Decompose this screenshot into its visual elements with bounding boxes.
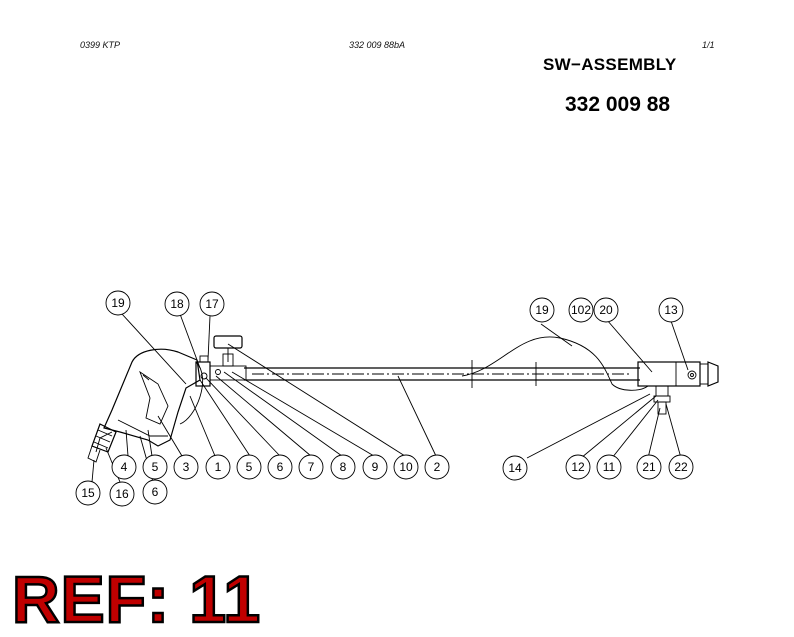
- end-assembly: [637, 361, 719, 415]
- nozzle-connector: [87, 423, 117, 463]
- callout-102: 102: [568, 297, 594, 323]
- callout-label: 10: [399, 460, 413, 474]
- callout-label: 9: [372, 460, 379, 474]
- callout-label: 8: [340, 460, 347, 474]
- callout-4: 4: [111, 454, 137, 480]
- callout-13: 13: [658, 297, 684, 323]
- callout-21: 21: [636, 454, 662, 480]
- callout-label: 4: [121, 460, 128, 474]
- callout-18: 18: [164, 291, 190, 317]
- callout-9: 9: [362, 454, 388, 480]
- callout-7: 7: [298, 454, 324, 480]
- callout-16: 16: [109, 481, 135, 507]
- callout-label: 21: [642, 460, 656, 474]
- callout-label: 18: [170, 297, 184, 311]
- callout-14: 14: [502, 455, 528, 481]
- trigger-gun: [95, 348, 201, 453]
- callout-19: 19: [105, 290, 131, 316]
- pressure-gauge: [213, 335, 243, 367]
- callout-6-second: 6: [142, 479, 168, 505]
- callout-10: 10: [393, 454, 419, 480]
- callout-label: 14: [508, 461, 522, 475]
- callout-label: 5: [246, 460, 253, 474]
- callout-22: 22: [668, 454, 694, 480]
- callout-label: 19: [535, 303, 549, 317]
- callout-11: 11: [596, 454, 622, 480]
- callout-label: 13: [664, 303, 678, 317]
- header-left-code: 0399 KTP: [80, 40, 121, 50]
- callout-label: 5: [152, 460, 159, 474]
- callout-label: 1: [215, 460, 222, 474]
- callout-label: 2: [434, 460, 441, 474]
- callout-label: 6: [152, 485, 159, 499]
- callout-label: 17: [205, 297, 219, 311]
- assembly-title: SW−ASSEMBLY: [543, 55, 677, 74]
- callout-20: 20: [593, 297, 619, 323]
- coupling-block: [195, 355, 247, 387]
- callout-6: 6: [267, 454, 293, 480]
- callout-5: 5: [142, 454, 168, 480]
- callout-2: 2: [424, 454, 450, 480]
- callout-8: 8: [330, 454, 356, 480]
- callout-label: 11: [603, 460, 616, 474]
- callout-label: 102: [571, 303, 591, 317]
- callout-label: 12: [571, 460, 585, 474]
- callout-12: 12: [565, 454, 591, 480]
- callout-label: 19: [111, 296, 125, 310]
- ref-label: REF: 11: [11, 562, 262, 636]
- callout-label: 15: [81, 486, 95, 500]
- callout-19-hose: 19: [529, 297, 555, 323]
- header-drawing-code: 332 009 88bA: [349, 40, 406, 50]
- header-page-number: 1/1: [702, 40, 715, 50]
- callout-label: 7: [308, 460, 315, 474]
- callout-17: 17: [199, 291, 225, 317]
- callout-label: 16: [115, 487, 129, 501]
- callout-5-second: 5: [236, 454, 262, 480]
- callout-label: 22: [674, 460, 688, 474]
- callout-1: 1: [205, 454, 231, 480]
- part-number: 332 009 88: [565, 93, 671, 116]
- lance-tube: [244, 360, 640, 388]
- callout-15: 15: [75, 480, 101, 506]
- callout-label: 3: [183, 460, 190, 474]
- callout-label: 20: [599, 303, 613, 317]
- callout-label: 6: [277, 460, 284, 474]
- callout-3: 3: [173, 454, 199, 480]
- hose-loop: [461, 336, 649, 391]
